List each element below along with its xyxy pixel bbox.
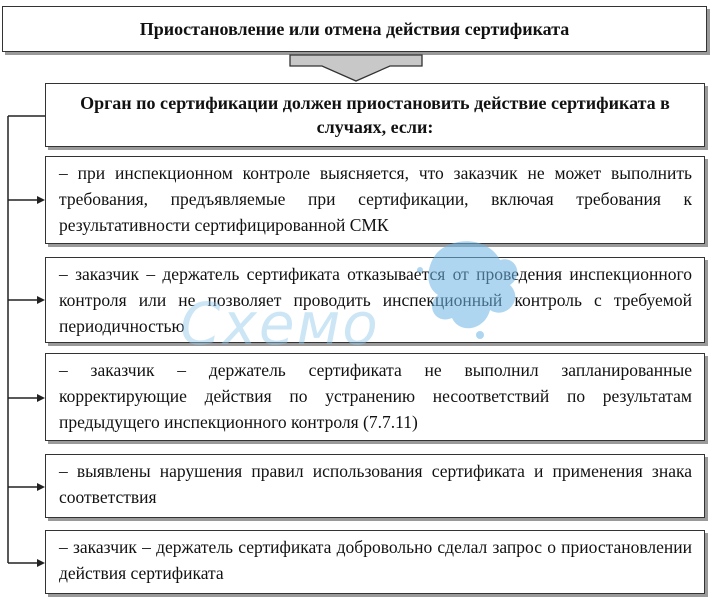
condition-item-4: – выявлены нарушения правил использовани… [45,454,705,518]
arrow-head-1 [37,196,45,204]
header-box: Орган по сертификации должен приостанови… [45,83,705,147]
down-arrow-icon [289,54,423,82]
condition-text-5: – заказчик – держатель сертификата добро… [59,537,692,583]
condition-text-2: – заказчик – держатель сертификата отказ… [59,264,692,336]
condition-item-5: – заказчик – держатель сертификата добро… [45,530,705,594]
condition-text-4: – выявлены нарушения правил использовани… [59,461,692,507]
condition-item-1: – при инспекционном контроле выясняется,… [45,156,705,244]
header-text: Орган по сертификации должен приостанови… [80,93,670,137]
condition-item-2: – заказчик – держатель сертификата отказ… [45,257,705,343]
title-box: Приостановление или отмена действия серт… [2,6,707,52]
arrow-head-3 [37,394,45,402]
arrow-head-5 [37,559,45,567]
condition-text-1: – при инспекционном контроле выясняется,… [59,163,692,235]
condition-item-3: – заказчик – держатель сертификата не вы… [45,353,705,441]
diagram-title: Приостановление или отмена действия серт… [139,18,570,39]
arrow-head-4 [37,483,45,491]
arrow-head-2 [37,296,45,304]
condition-text-3: – заказчик – держатель сертификата не вы… [59,360,692,432]
